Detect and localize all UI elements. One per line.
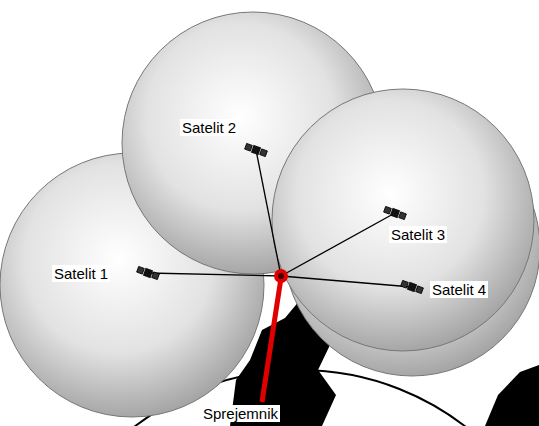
receiver-dot <box>274 269 288 283</box>
range-lines <box>148 150 412 287</box>
satellite-label: Satelit 1 <box>52 265 110 282</box>
satellite-label: Satelit 3 <box>389 226 447 243</box>
receiver-pointer <box>262 278 281 402</box>
land-shape <box>485 365 539 426</box>
satellite-label: Satelit 4 <box>430 281 488 298</box>
satellite-icon <box>244 142 267 157</box>
satellite-label: Satelit 2 <box>180 119 238 136</box>
receiver-dot <box>278 273 284 279</box>
satellite-icon <box>136 265 159 280</box>
satellite-icon <box>400 279 423 294</box>
range-sphere <box>272 89 534 351</box>
receiver-label: Sprejemnik <box>201 405 280 422</box>
satellite-icon <box>383 205 406 220</box>
